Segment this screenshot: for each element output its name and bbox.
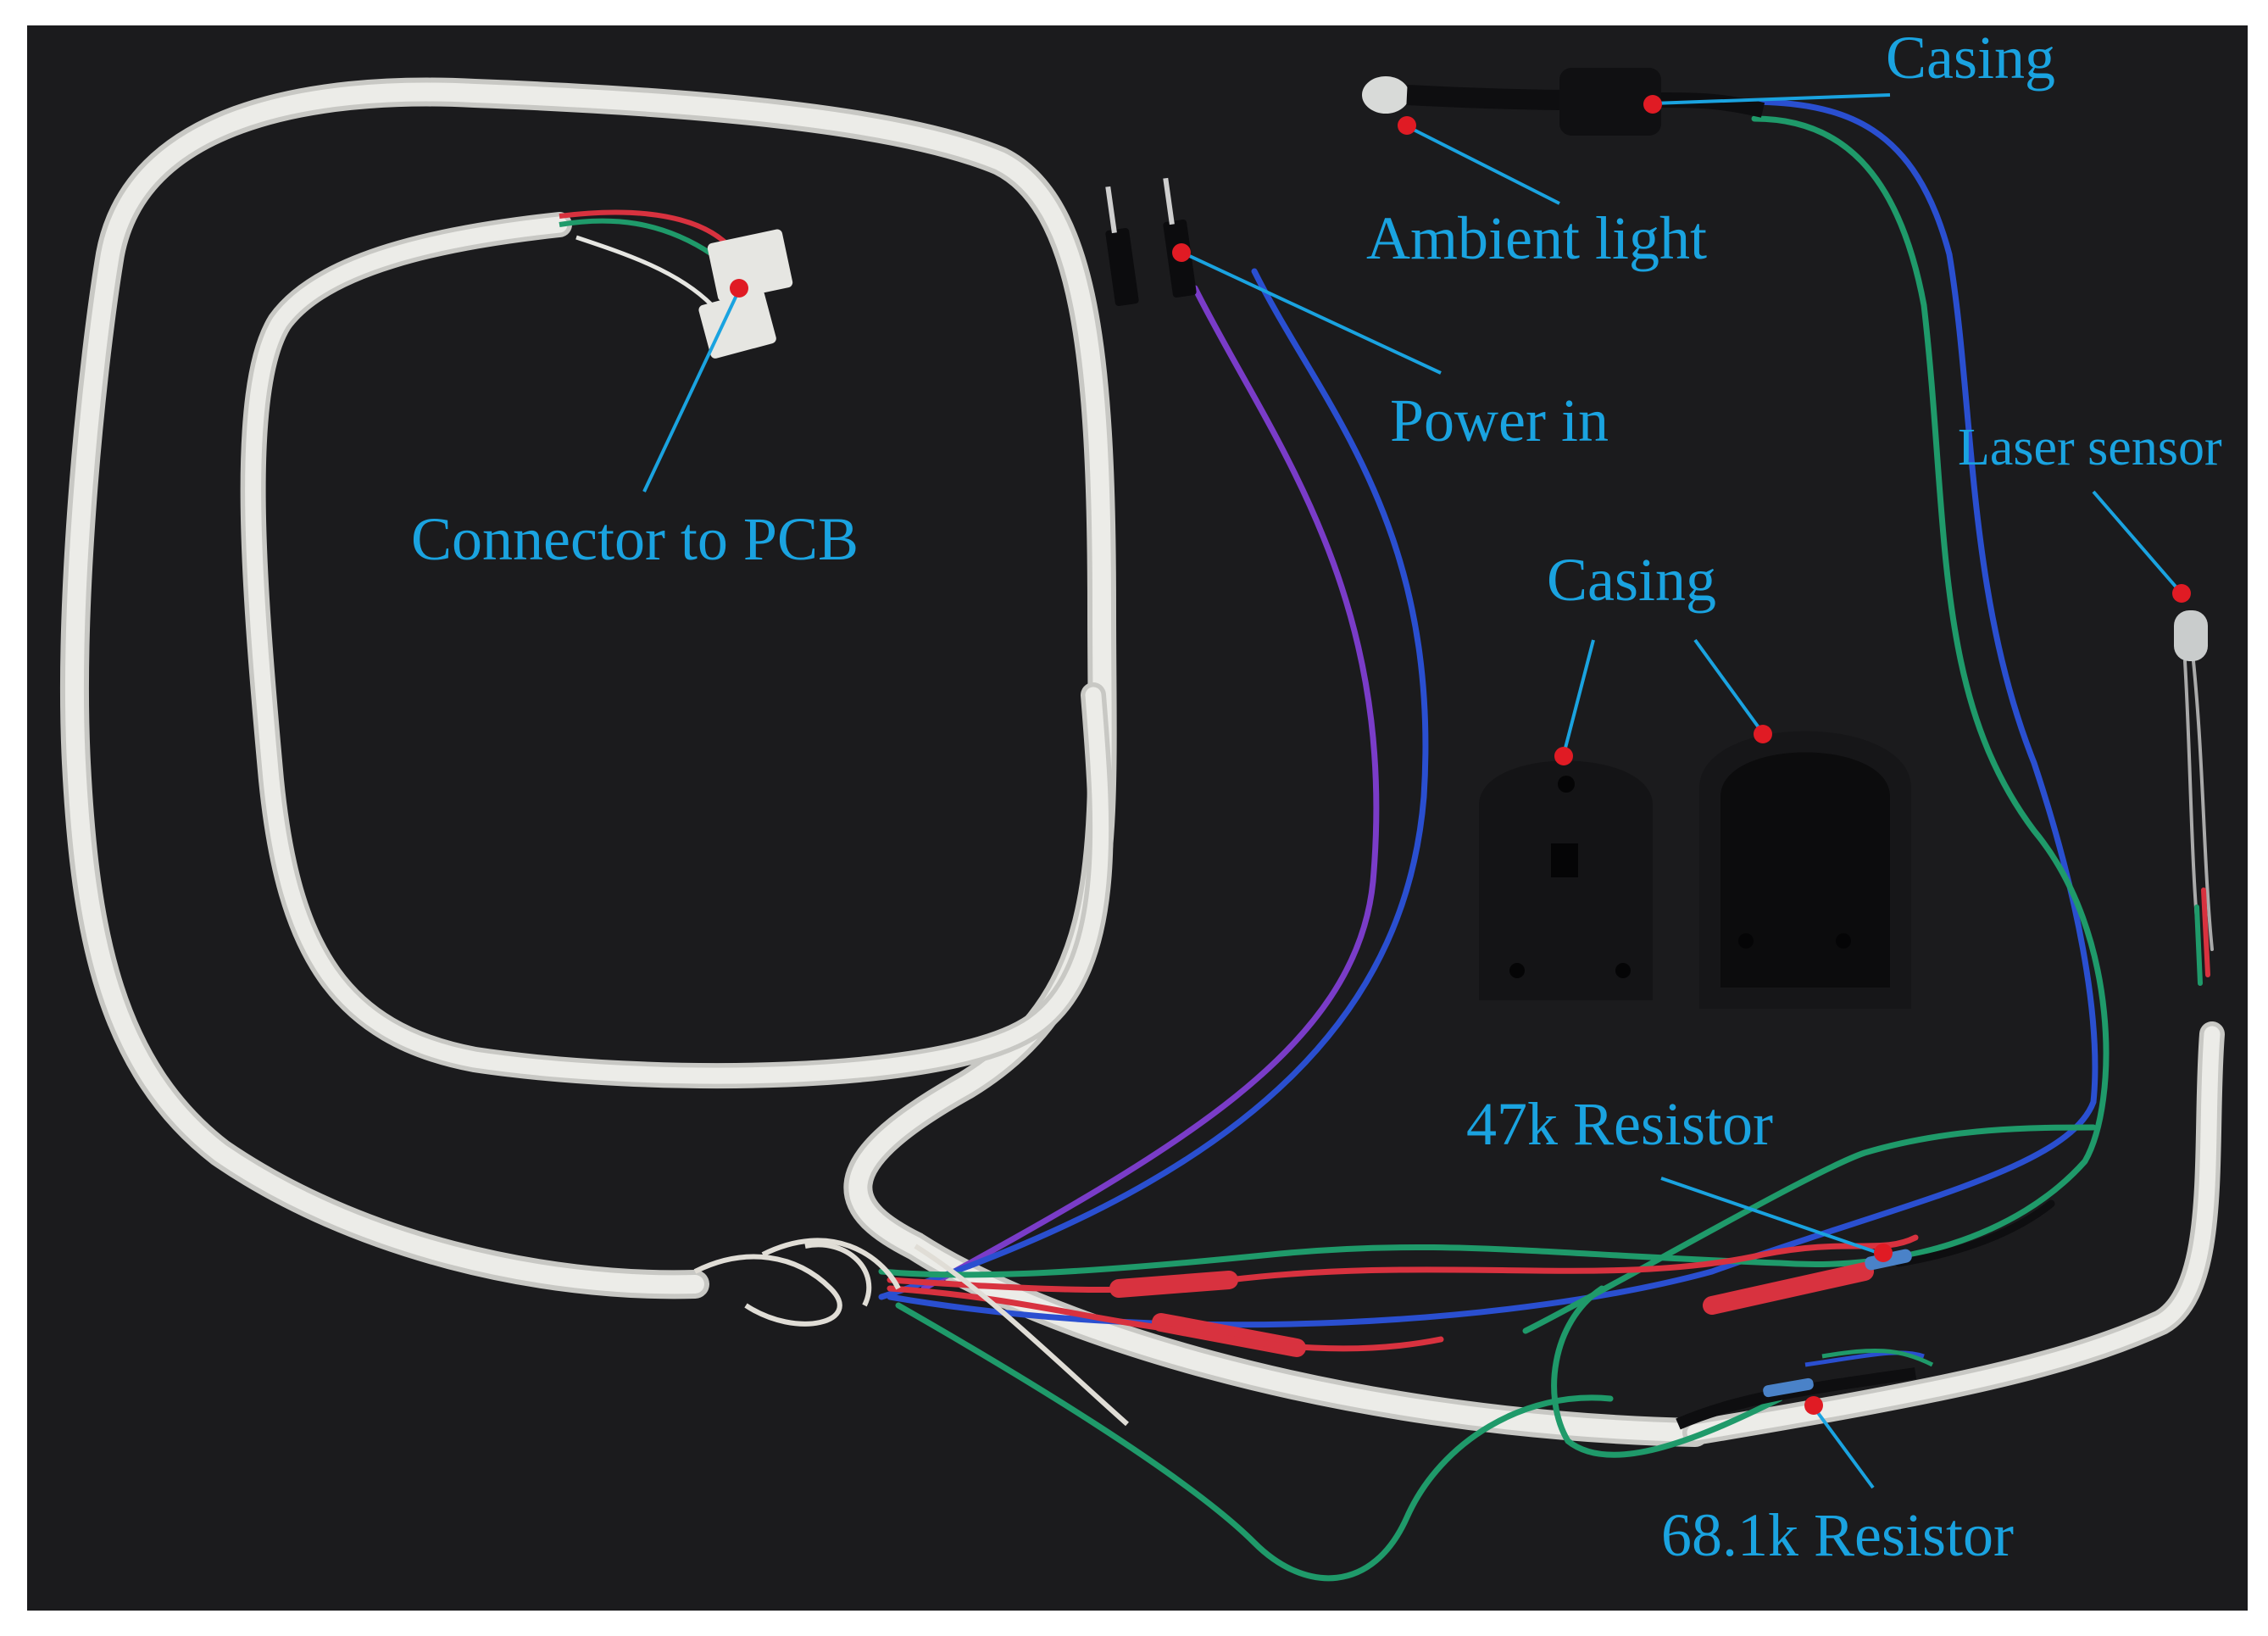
- label-casing-middle: Casing: [1547, 546, 1716, 614]
- marker-68k: [1804, 1396, 1823, 1415]
- casing-parts: [1479, 731, 1911, 1009]
- wire-junction: [693, 1238, 1129, 1427]
- marker-casing-left: [1554, 747, 1573, 765]
- label-68k-resistor: 68.1k Resistor: [1661, 1501, 2014, 1569]
- label-47k-resistor: 47k Resistor: [1466, 1090, 1773, 1158]
- pcb-connector: [559, 209, 793, 359]
- marker-laser-sensor: [2172, 584, 2191, 603]
- laser-sensor: [2174, 610, 2208, 661]
- marker-connector: [730, 279, 748, 298]
- marker-points: [730, 95, 2191, 1415]
- ambient-light-assembly: [1362, 68, 1765, 136]
- marker-casing-top: [1643, 95, 1662, 114]
- label-connector-to-pcb: Connector to PCB: [411, 505, 859, 573]
- white-cable: [60, 77, 2225, 1447]
- colored-wires: [878, 98, 2214, 1582]
- labels: Casing Ambient light Power in Connector …: [411, 24, 2222, 1569]
- label-power-in: Power in: [1390, 387, 1609, 454]
- marker-casing-right: [1754, 725, 1772, 743]
- label-casing-top: Casing: [1886, 24, 2055, 92]
- marker-47k: [1874, 1244, 1893, 1262]
- resistor-68k-assembly: [1676, 1348, 1934, 1430]
- marker-ambient-light: [1398, 116, 1416, 135]
- label-ambient-light: Ambient light: [1366, 204, 1707, 272]
- marker-power-in: [1172, 243, 1191, 262]
- power-pins: [1105, 177, 1197, 306]
- leader-lines: [642, 93, 2183, 1489]
- label-laser-sensor: Laser sensor: [1958, 419, 2222, 476]
